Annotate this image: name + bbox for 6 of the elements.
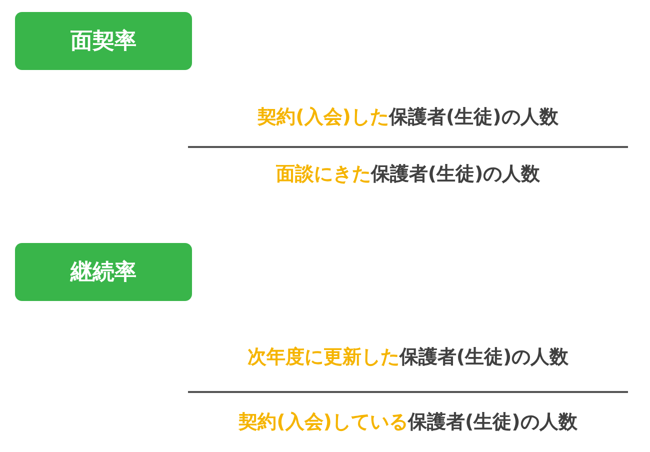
denominator-text: 面談にきた保護者(生徒)の人数 (274, 162, 542, 187)
denominator-text: 契約(入会)している保護者(生徒)の人数 (238, 410, 578, 435)
heading-badge: 継続率 (15, 243, 192, 301)
numerator-text: 契約(入会)した保護者(生徒)の人数 (256, 105, 560, 130)
heading-badge: 面契率 (15, 12, 192, 70)
numerator-text: 次年度に更新した保護者(生徒)の人数 (246, 345, 570, 370)
